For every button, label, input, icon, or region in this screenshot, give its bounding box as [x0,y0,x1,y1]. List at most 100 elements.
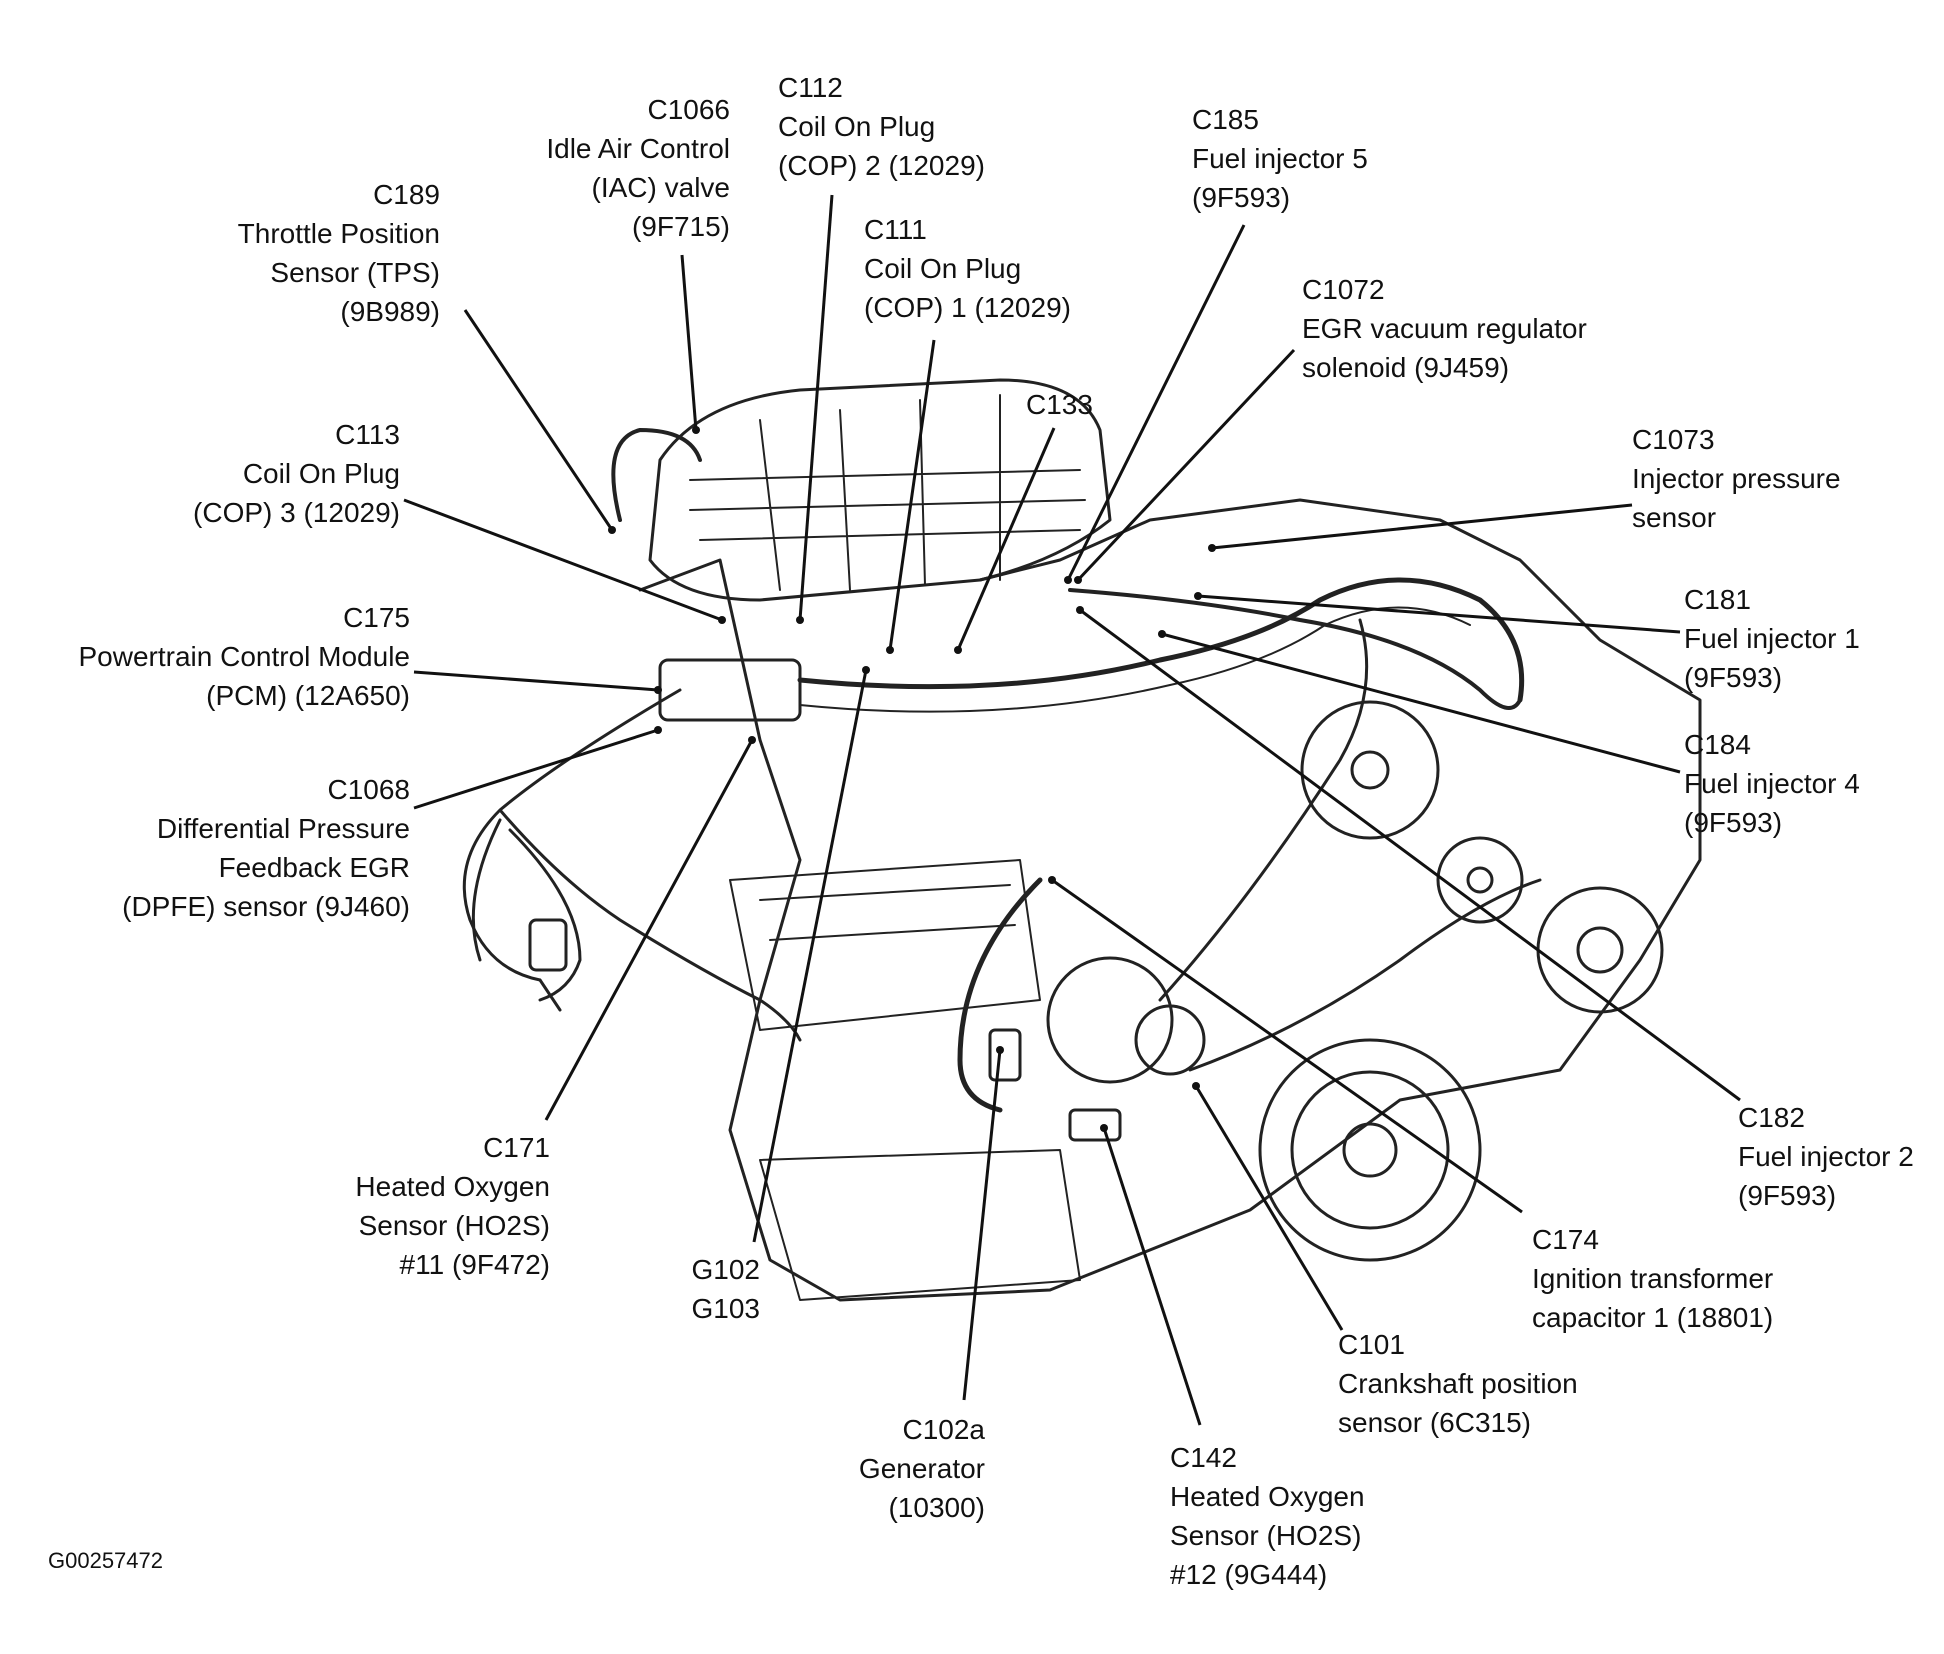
callout-c1072-line-1: EGR vacuum regulator [1302,313,1587,344]
callout-c1073-line-2: sensor [1632,502,1717,533]
intake-ribs [689,394,1086,591]
alternator-pulley [1134,1004,1206,1076]
callout-c171: C171 Heated Oxygen Sensor (HO2S) #11 (9F… [300,1128,550,1284]
callout-c112-line-1: Coil On Plug [778,111,936,142]
callout-c184-line-2: (9F593) [1684,807,1783,838]
callout-c182-line-0: C182 [1738,1102,1805,1133]
tip-c1066 [692,426,700,434]
dpfe-hoses [471,818,582,1012]
callout-c102a-line-2: (10300) [888,1492,985,1523]
ps-pulley-hub [1350,750,1390,790]
callout-c182: C182 Fuel injector 2 (9F593) [1738,1098,1914,1215]
figure-code: G00257472 [48,1548,163,1573]
callout-c1066-line-0: C1066 [647,94,730,125]
callout-c1072-line-2: solenoid (9J459) [1302,352,1510,383]
callout-c182-line-2: (9F593) [1738,1180,1837,1211]
tip-c111 [886,646,894,654]
throttle-hose [611,428,702,522]
tip-c174 [1048,876,1056,884]
callout-c1073-line-1: Injector pressure [1632,463,1841,494]
tip-g102 [862,666,870,674]
top-hose-inner [799,606,1471,713]
tip-c181 [1194,592,1202,600]
callout-c101-line-2: sensor (6C315) [1338,1407,1531,1438]
callout-c189-line-1: Throttle Position [237,218,440,249]
ckp-connector [1068,1108,1122,1142]
callout-c1068-line-1: Differential Pressure [156,813,410,844]
callout-c101-line-1: Crankshaft position [1338,1368,1578,1399]
idler-pulley-hub [1466,866,1494,894]
callout-c189-line-0: C189 [373,179,440,210]
leader-c111 [888,339,936,651]
callout-c171-line-3: #11 (9F472) [399,1249,550,1280]
leader-c1072 [1076,348,1296,582]
crank-pulley-ring [1290,1070,1450,1230]
engine-drawing [462,378,1702,1302]
tip-c102a [996,1046,1004,1054]
leader-c184 [1161,632,1681,774]
callout-c181-line-1: Fuel injector 1 [1684,623,1860,654]
tip-c101 [1192,1082,1200,1090]
callout-c185-line-2: (9F593) [1192,182,1291,213]
callout-c102a-line-1: Generator [858,1453,985,1484]
callout-c142-line-2: Sensor (HO2S) [1170,1520,1362,1551]
callout-c112-line-0: C112 [778,72,843,103]
callout-c189-line-2: Sensor (TPS) [270,257,440,288]
callout-c142-line-1: Heated Oxygen [1170,1481,1365,1512]
callout-c101-line-0: C101 [1338,1329,1405,1360]
leader-c189 [463,309,614,531]
arrow-tips [608,426,1216,1132]
leader-c1066 [680,254,698,431]
leader-c181 [1197,594,1681,634]
tip-c171 [748,736,756,744]
callout-c185: C185 Fuel injector 5 (9F593) [1192,100,1368,217]
callout-c1066-line-1: Idle Air Control [546,133,730,164]
callout-c174: C174 Ignition transformer capacitor 1 (1… [1532,1220,1773,1337]
crank-pulley-hub [1342,1122,1398,1178]
callout-c175-line-1: Powertrain Control Module [78,641,411,672]
tip-c113 [718,616,726,624]
idler-pulley [1436,836,1524,924]
callout-c142: C142 Heated Oxygen Sensor (HO2S) #12 (9G… [1170,1438,1365,1594]
leader-g102 [752,669,868,1243]
tip-c185 [1064,576,1072,584]
callout-c171-line-0: C171 [483,1132,550,1163]
ac-pulley-hub [1576,926,1624,974]
leader-c142 [1102,1127,1202,1426]
callout-c1066: C1066 Idle Air Control (IAC) valve (9F71… [500,90,730,246]
callout-c1068-line-2: Feedback EGR [218,852,410,883]
callout-c189-line-3: (9B989) [340,296,440,327]
tip-c182 [1076,606,1084,614]
ps-pulley [1300,700,1440,840]
leader-lines [403,194,1741,1426]
tip-c1073 [1208,544,1216,552]
callout-c182-line-1: Fuel injector 2 [1738,1141,1914,1172]
leader-c101 [1194,1085,1344,1331]
callout-c184-line-1: Fuel injector 4 [1684,768,1860,799]
oil-pan [759,1149,1081,1301]
callout-c184-line-0: C184 [1684,729,1751,760]
callout-g102: G102 G103 [640,1250,761,1328]
alternator [1046,956,1174,1084]
callout-c1072: C1072 EGR vacuum regulator solenoid (9J4… [1302,270,1587,387]
callout-c142-line-3: #12 (9G444) [1170,1559,1328,1590]
tip-c189 [608,526,616,534]
callout-c189: C189 Throttle Position Sensor (TPS) (9B9… [190,175,440,331]
leader-c112 [798,194,834,621]
callout-c1068-line-3: (DPFE) sensor (9J460) [122,891,410,922]
callout-c113-line-1: Coil On Plug [242,458,400,489]
callout-c1073: C1073 Injector pressure sensor [1632,420,1841,537]
callout-c112: C112 Coil On Plug (COP) 2 (12029) [778,68,985,185]
callout-c1073-line-0: C1073 [1632,424,1715,455]
callout-c181-line-0: C181 [1684,584,1751,615]
leader-c175 [413,670,659,692]
callout-c171-line-1: Heated Oxygen [355,1171,550,1202]
callout-c1068: C1068 Differential Pressure Feedback EGR… [60,770,410,926]
callout-c1066-line-2: (IAC) valve [591,172,730,203]
callout-c142-line-0: C142 [1170,1442,1237,1473]
callout-g102-line-1: G103 [691,1293,761,1324]
callout-c102a: C102a Generator (10300) [800,1410,985,1527]
leader-c185 [1066,224,1246,581]
tip-c142 [1100,1124,1108,1132]
